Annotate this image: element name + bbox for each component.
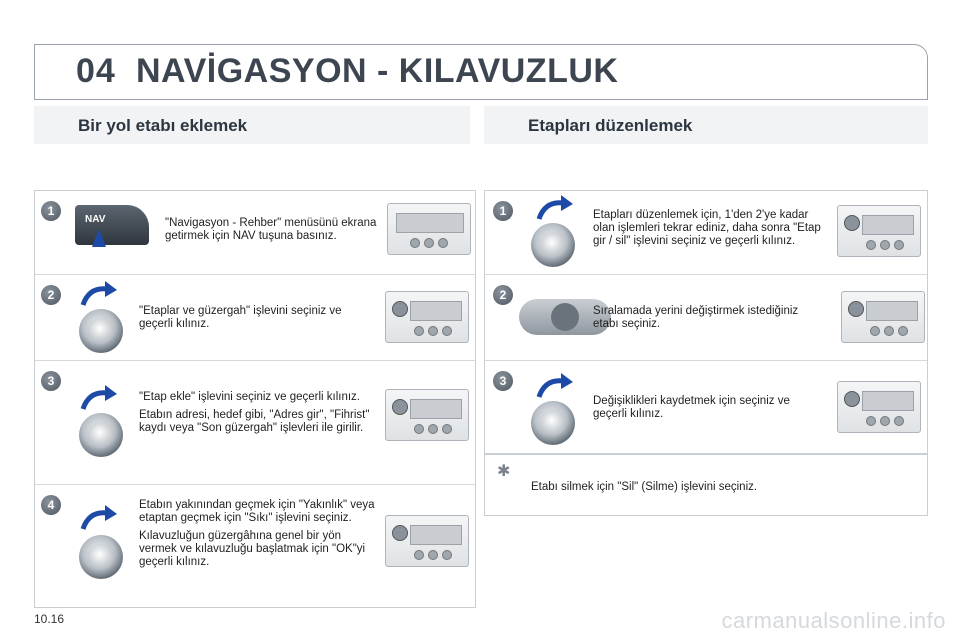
step-text: Değişiklikleri kaydetmek için seçiniz ve…	[593, 395, 790, 420]
turn-arrow-icon	[536, 373, 573, 398]
tip-box: ✱ Etabı silmek için "Sil" (Silme) işlevi…	[484, 454, 928, 516]
radio-unit-illustration	[385, 291, 469, 343]
step-number-badge: 2	[41, 285, 61, 305]
chapter-title: NAVİGASYON - KILAVUZLUK	[136, 52, 619, 90]
step-number-badge: 3	[41, 371, 61, 391]
left-step-1: 1 NAV "Navigasyon - Rehber" menüsünü ekr…	[35, 191, 475, 275]
tip-text: Etabı silmek için "Sil" (Silme) işlevini…	[531, 481, 758, 493]
chapter-header	[34, 44, 928, 100]
chapter-number: 04	[76, 52, 116, 90]
radio-unit-illustration	[837, 205, 921, 257]
step-text: Sıralamada yerini değiştirmek istediğini…	[593, 305, 799, 330]
rotary-knob-illustration	[79, 309, 123, 353]
watermark: carmanualsonline.info	[721, 608, 946, 633]
left-steps-panel: 1 NAV "Navigasyon - Rehber" menüsünü ekr…	[34, 190, 476, 608]
radio-unit-illustration	[385, 515, 469, 567]
page-number: 10.16	[34, 612, 65, 626]
step-text: "Etaplar ve güzergah" işlevini seçiniz v…	[139, 305, 342, 330]
step-number-badge: 2	[493, 285, 513, 305]
radio-unit-illustration	[385, 389, 469, 441]
nav-button-label: NAV	[85, 214, 106, 225]
turn-arrow-icon	[80, 385, 117, 410]
step-number-badge: 3	[493, 371, 513, 391]
dpad-illustration	[519, 299, 611, 335]
turn-arrow-icon	[80, 281, 117, 306]
rotary-knob-illustration	[79, 413, 123, 457]
radio-unit-illustration	[837, 381, 921, 433]
nav-button-illustration: NAV	[75, 205, 149, 245]
turn-arrow-icon	[536, 195, 573, 220]
press-arrow-icon	[92, 229, 106, 247]
right-step-3: 3 Değişiklikleri kaydetmek için seçiniz …	[485, 361, 927, 455]
step-text: "Etap ekle" işlevini seçiniz ve geçerli …	[139, 391, 370, 434]
left-step-4: 4 Etabın yakınından geçmek için "Yakınlı…	[35, 485, 475, 609]
left-step-2: 2 "Etaplar ve güzergah" işlevini seçiniz…	[35, 275, 475, 361]
step-number-badge: 1	[41, 201, 61, 221]
step-text: Etabın yakınından geçmek için "Yakınlık"…	[139, 499, 375, 568]
radio-unit-illustration	[841, 291, 925, 343]
radio-unit-illustration	[387, 203, 471, 255]
right-step-1: 1 Etapları düzenlemek için, 1'den 2'ye k…	[485, 191, 927, 275]
left-section-header	[34, 106, 470, 144]
rotary-knob-illustration	[531, 223, 575, 267]
turn-arrow-icon	[80, 505, 117, 530]
tip-icon: ✱	[497, 463, 511, 480]
right-section-title: Etapları düzenlemek	[528, 116, 693, 135]
step-number-badge: 4	[41, 495, 61, 515]
step-text: Etapları düzenlemek için, 1'den 2'ye kad…	[593, 209, 821, 247]
rotary-knob-illustration	[79, 535, 123, 579]
right-section-header	[484, 106, 928, 144]
step-text: "Navigasyon - Rehber" menüsünü ekrana ge…	[165, 217, 377, 242]
left-section-title: Bir yol etabı eklemek	[78, 116, 248, 135]
step-number-badge: 1	[493, 201, 513, 221]
right-steps-panel: 1 Etapları düzenlemek için, 1'den 2'ye k…	[484, 190, 928, 454]
right-step-2: 2 Sıralamada yerini değiştirmek istediği…	[485, 275, 927, 361]
left-step-3: 3 "Etap ekle" işlevini seçiniz ve geçerl…	[35, 361, 475, 485]
rotary-knob-illustration	[531, 401, 575, 445]
